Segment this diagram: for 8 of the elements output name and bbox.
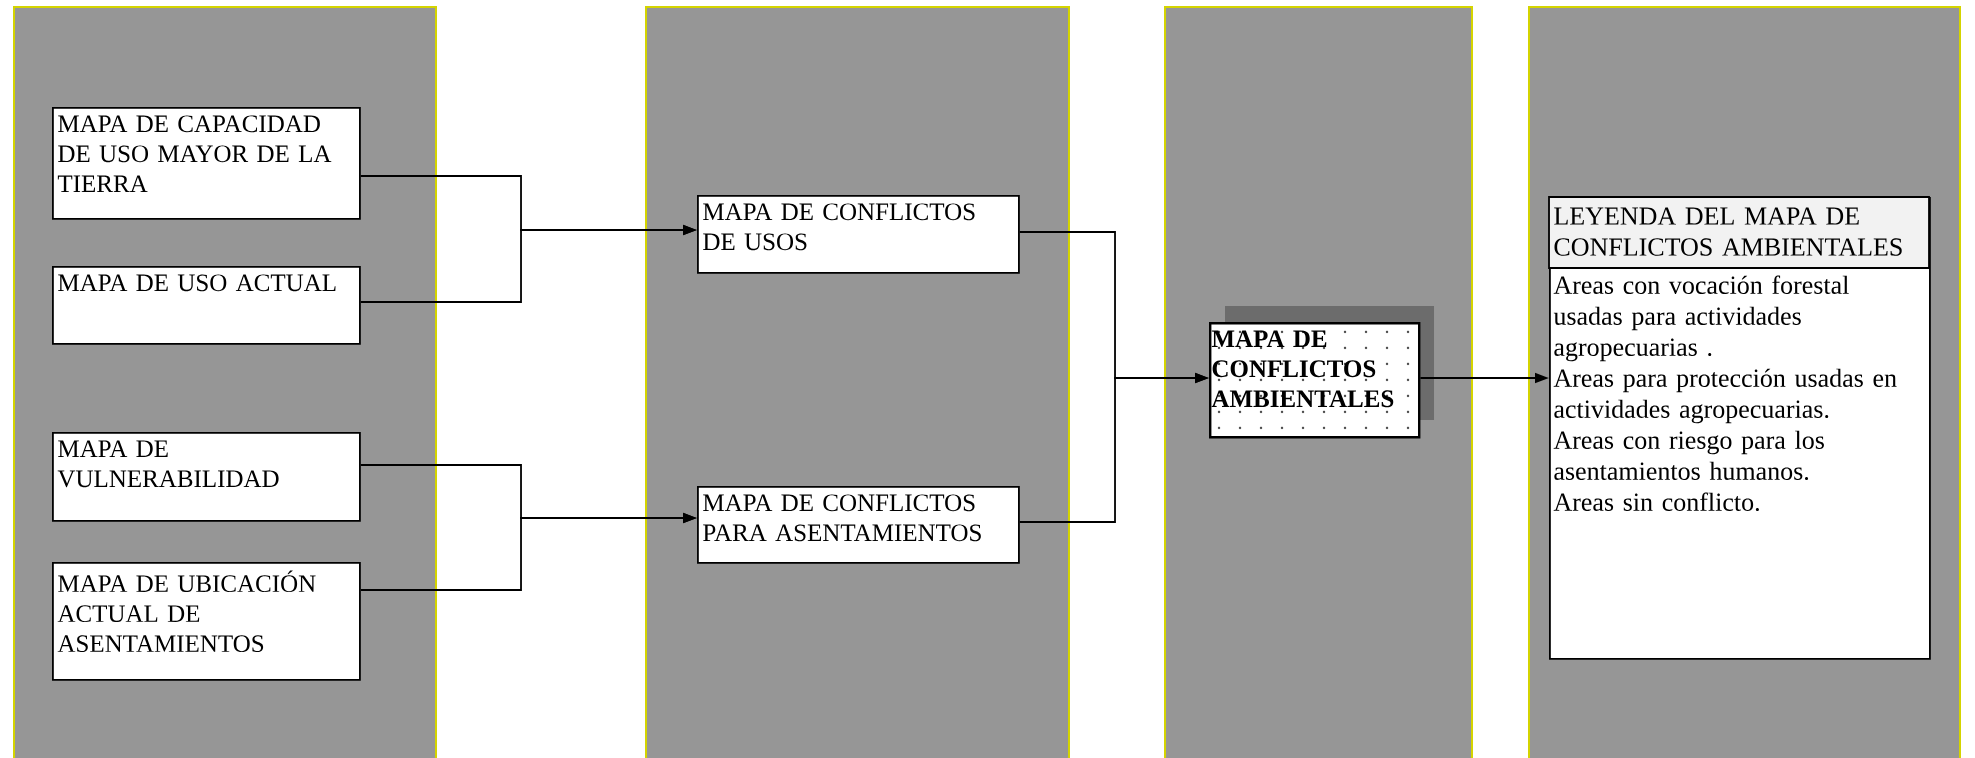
map-box: MAPA DE UBICACIÓN ACTUAL DE ASENTAMIENTOS: [52, 562, 361, 681]
legend-box: LEYENDA DEL MAPA DE CONFLICTOS AMBIENTALES Areas con vocación forestal usadas para actividades agropecuarias . Areas para protección usadas en actividades agropecuarias. Areas con riesgo para los asentamientos humanos. Areas sin conflicto.: [1548, 196, 1931, 660]
map-box: MAPA DE CAPACIDAD DE USO MAYOR DE LA TIERRA: [52, 107, 361, 220]
map-box: MAPA DE VULNERABILIDAD: [52, 432, 361, 522]
map-box: MAPA DE CONFLICTOS PARA ASENTAMIENTOS: [697, 486, 1020, 564]
result-box: MAPA DE CONFLICTOS AMBIENTALES: [1209, 306, 1434, 439]
map-box: MAPA DE USO ACTUAL: [52, 266, 361, 345]
map-box: MAPA DE CONFLICTOS DE USOS: [697, 195, 1020, 274]
